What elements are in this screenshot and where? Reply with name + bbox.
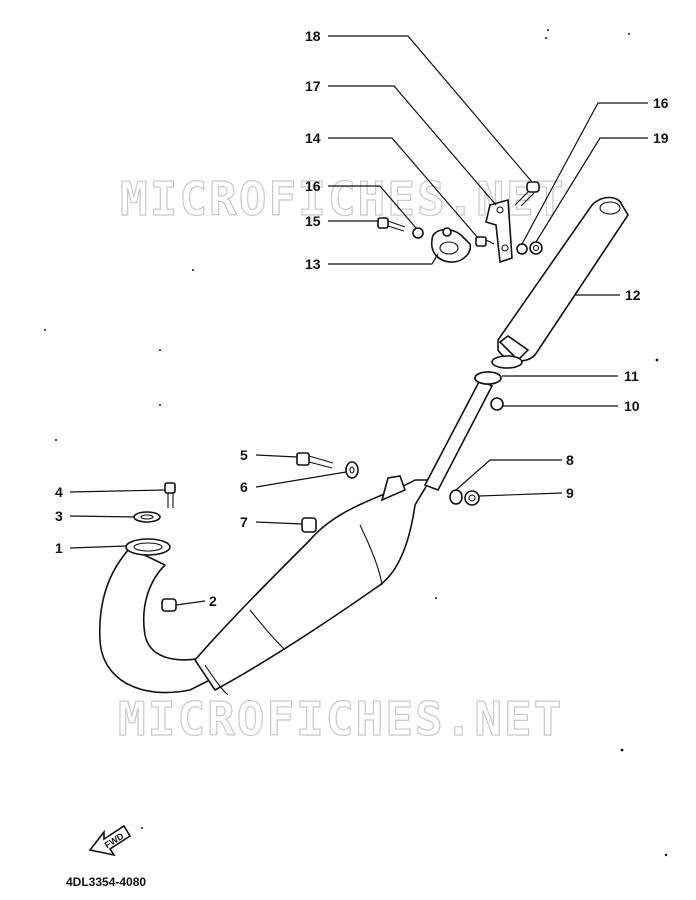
callout-1: 1	[55, 540, 63, 556]
callout-labels: 18 17 16 19 14 16 15 13 12 11 10 5 6 8 9…	[55, 28, 669, 609]
clamp-13-part	[430, 227, 472, 263]
callout-17: 17	[305, 78, 321, 94]
callout-8: 8	[566, 452, 574, 468]
washer-8-part	[449, 489, 463, 505]
nut-7-part	[301, 517, 317, 533]
nut-2-part	[161, 598, 177, 612]
silencer-part	[491, 196, 629, 369]
callout-14: 14	[305, 130, 321, 146]
nut-16a-part	[516, 243, 528, 255]
callout-6: 6	[240, 479, 248, 495]
callout-3: 3	[55, 508, 63, 524]
gasket-3-part	[133, 511, 161, 523]
watermark-bottom: MICROFICHES.NET	[118, 692, 563, 746]
nut-9-part	[464, 490, 480, 506]
callout-12: 12	[625, 287, 641, 303]
scan-specks	[44, 29, 668, 857]
callout-16: 16	[305, 178, 321, 194]
callout-13: 13	[305, 256, 321, 272]
nut-10-part	[490, 397, 504, 411]
callout-10: 10	[624, 398, 640, 414]
callout-18: 18	[305, 28, 321, 44]
callout-15: 15	[305, 213, 321, 229]
leader-lines	[69, 35, 648, 606]
nut-19-part	[529, 241, 543, 255]
callout-5: 5	[240, 447, 248, 463]
callout-4: 4	[55, 484, 63, 500]
washer-6-part	[345, 461, 359, 479]
bracket-17-part	[485, 198, 513, 264]
bolt-15-part	[377, 217, 406, 232]
callout-19: 19	[653, 130, 669, 146]
bolt-14-part	[475, 236, 495, 247]
fwd-arrow-icon: FWD	[88, 824, 132, 857]
callout-9: 9	[566, 485, 574, 501]
gasket-11-part	[474, 371, 502, 385]
callout-2: 2	[209, 593, 217, 609]
callout-16: 16	[653, 95, 669, 111]
exhaust-pipe-part	[98, 371, 502, 696]
nut-16b-part	[412, 227, 424, 239]
stud-4-part	[164, 482, 176, 508]
callout-11: 11	[624, 368, 639, 384]
bolt-5-part	[296, 452, 334, 469]
callout-7: 7	[240, 514, 248, 530]
bolt-18-part	[514, 181, 540, 207]
diagram-code: 4DL3354-4080	[66, 875, 146, 889]
